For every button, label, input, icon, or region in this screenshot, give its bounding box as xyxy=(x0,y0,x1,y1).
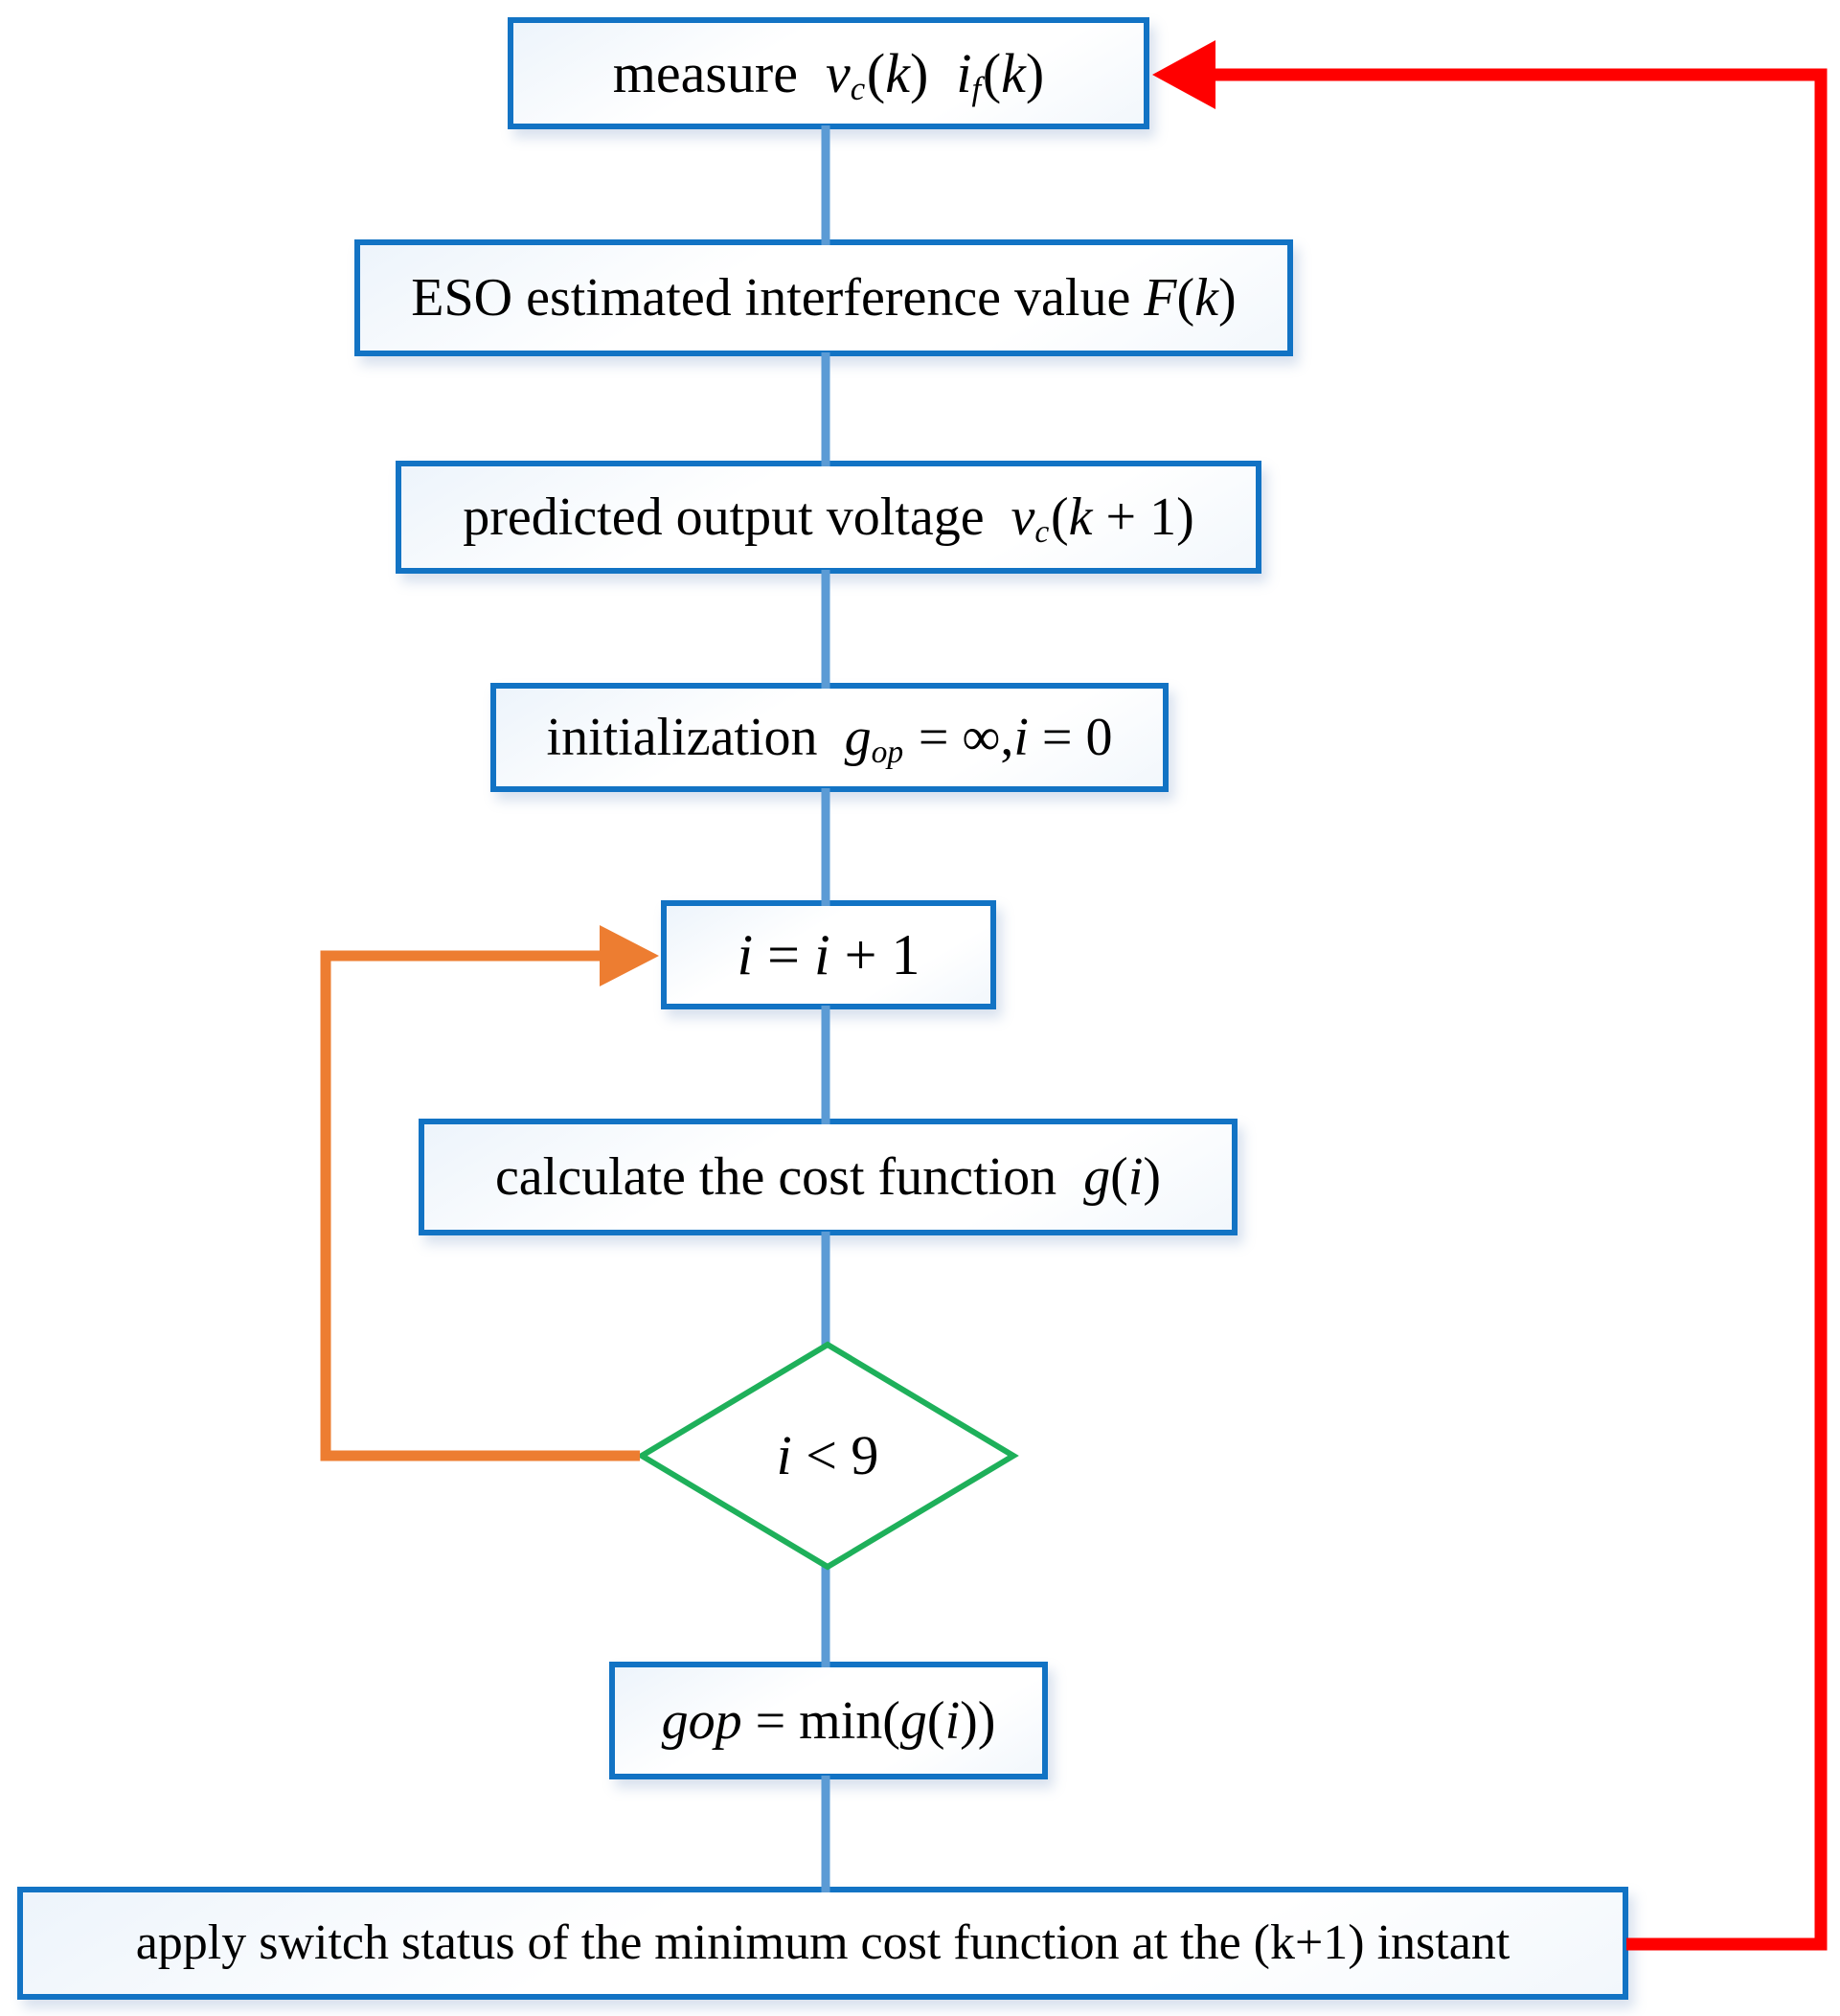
text-segment: k xyxy=(1068,487,1093,547)
text-segment: g xyxy=(844,708,872,767)
text-segment: i xyxy=(956,41,972,104)
text-segment: i xyxy=(776,1424,792,1486)
text-segment: op xyxy=(871,735,904,771)
text-segment: f xyxy=(971,69,982,107)
text-segment: c xyxy=(1034,514,1050,551)
text-segment: calculate the cost function xyxy=(494,1147,1084,1207)
text-segment: gop xyxy=(661,1690,742,1751)
text-segment: )) xyxy=(960,1690,996,1751)
text-segment: ( xyxy=(982,41,1002,104)
text-segment: i xyxy=(1013,708,1029,767)
node-label: calculate the cost function g(i) xyxy=(495,1150,1161,1204)
flow-node-decision-label: i < 9 xyxy=(642,1345,1013,1567)
text-segment: v xyxy=(1011,487,1035,547)
text-segment: k xyxy=(1001,41,1026,104)
text-segment: = xyxy=(753,923,814,986)
text-segment: ) xyxy=(909,41,957,104)
text-segment: + 1) xyxy=(1092,487,1194,547)
flow-node-eso: ESO estimated interference value F(k) xyxy=(354,239,1293,356)
feedback-arrow-line xyxy=(1212,68,1828,1951)
text-segment: = 0 xyxy=(1028,708,1113,767)
node-label: gop = min(g(i)) xyxy=(662,1694,996,1748)
node-label: i < 9 xyxy=(777,1428,879,1484)
text-segment: = min( xyxy=(741,1690,900,1751)
text-segment: g xyxy=(899,1690,927,1751)
text-segment: measure xyxy=(612,41,826,104)
text-segment: F xyxy=(1144,268,1177,328)
text-segment: ESO estimated interference value xyxy=(411,268,1145,328)
feedback-arrowhead xyxy=(1152,40,1215,109)
flow-node-gop: gop = min(g(i)) xyxy=(609,1662,1048,1779)
text-segment: ) xyxy=(1218,268,1237,328)
text-segment: < 9 xyxy=(791,1424,879,1486)
flow-node-increment: i = i + 1 xyxy=(661,900,996,1009)
text-segment: ) xyxy=(1025,41,1045,104)
node-label: i = i + 1 xyxy=(737,926,920,984)
text-segment: + 1 xyxy=(829,923,920,986)
loop-arrowhead xyxy=(600,925,659,986)
node-label: ESO estimated interference value F(k) xyxy=(411,271,1236,325)
text-segment: = ∞, xyxy=(904,708,1014,767)
text-segment: apply switch status of the minimum cost … xyxy=(135,1915,1511,1970)
text-segment: initialization xyxy=(546,708,845,767)
node-label: initialization gop = ∞,i = 0 xyxy=(546,708,1113,768)
text-segment: i xyxy=(737,923,754,986)
text-segment: k xyxy=(1194,268,1219,328)
text-segment: g xyxy=(1083,1147,1111,1207)
text-segment: ( xyxy=(866,41,886,104)
text-segment: ( xyxy=(926,1690,945,1751)
text-segment: ) xyxy=(1143,1147,1162,1207)
flow-node-apply: apply switch status of the minimum cost … xyxy=(17,1887,1628,2000)
text-segment: predicted output voltage xyxy=(463,487,1011,547)
text-segment: i xyxy=(1127,1147,1144,1207)
flow-node-cost: calculate the cost function g(i) xyxy=(419,1119,1238,1235)
text-segment: i xyxy=(944,1690,961,1751)
text-segment: ( xyxy=(1176,268,1195,328)
node-label: measure vc(k) if(k) xyxy=(613,45,1045,105)
text-segment: i xyxy=(814,923,830,986)
flow-node-init: initialization gop = ∞,i = 0 xyxy=(490,683,1169,792)
flow-node-measure: measure vc(k) if(k) xyxy=(508,17,1149,129)
node-label: predicted output voltage vc(k + 1) xyxy=(463,487,1194,548)
text-segment: v xyxy=(825,41,851,104)
flow-node-predict: predicted output voltage vc(k + 1) xyxy=(396,461,1261,574)
node-label: apply switch status of the minimum cost … xyxy=(136,1918,1511,1968)
text-segment: ( xyxy=(1110,1147,1128,1207)
text-segment: ( xyxy=(1050,487,1069,547)
text-segment: k xyxy=(885,41,910,104)
text-segment: c xyxy=(850,69,866,107)
